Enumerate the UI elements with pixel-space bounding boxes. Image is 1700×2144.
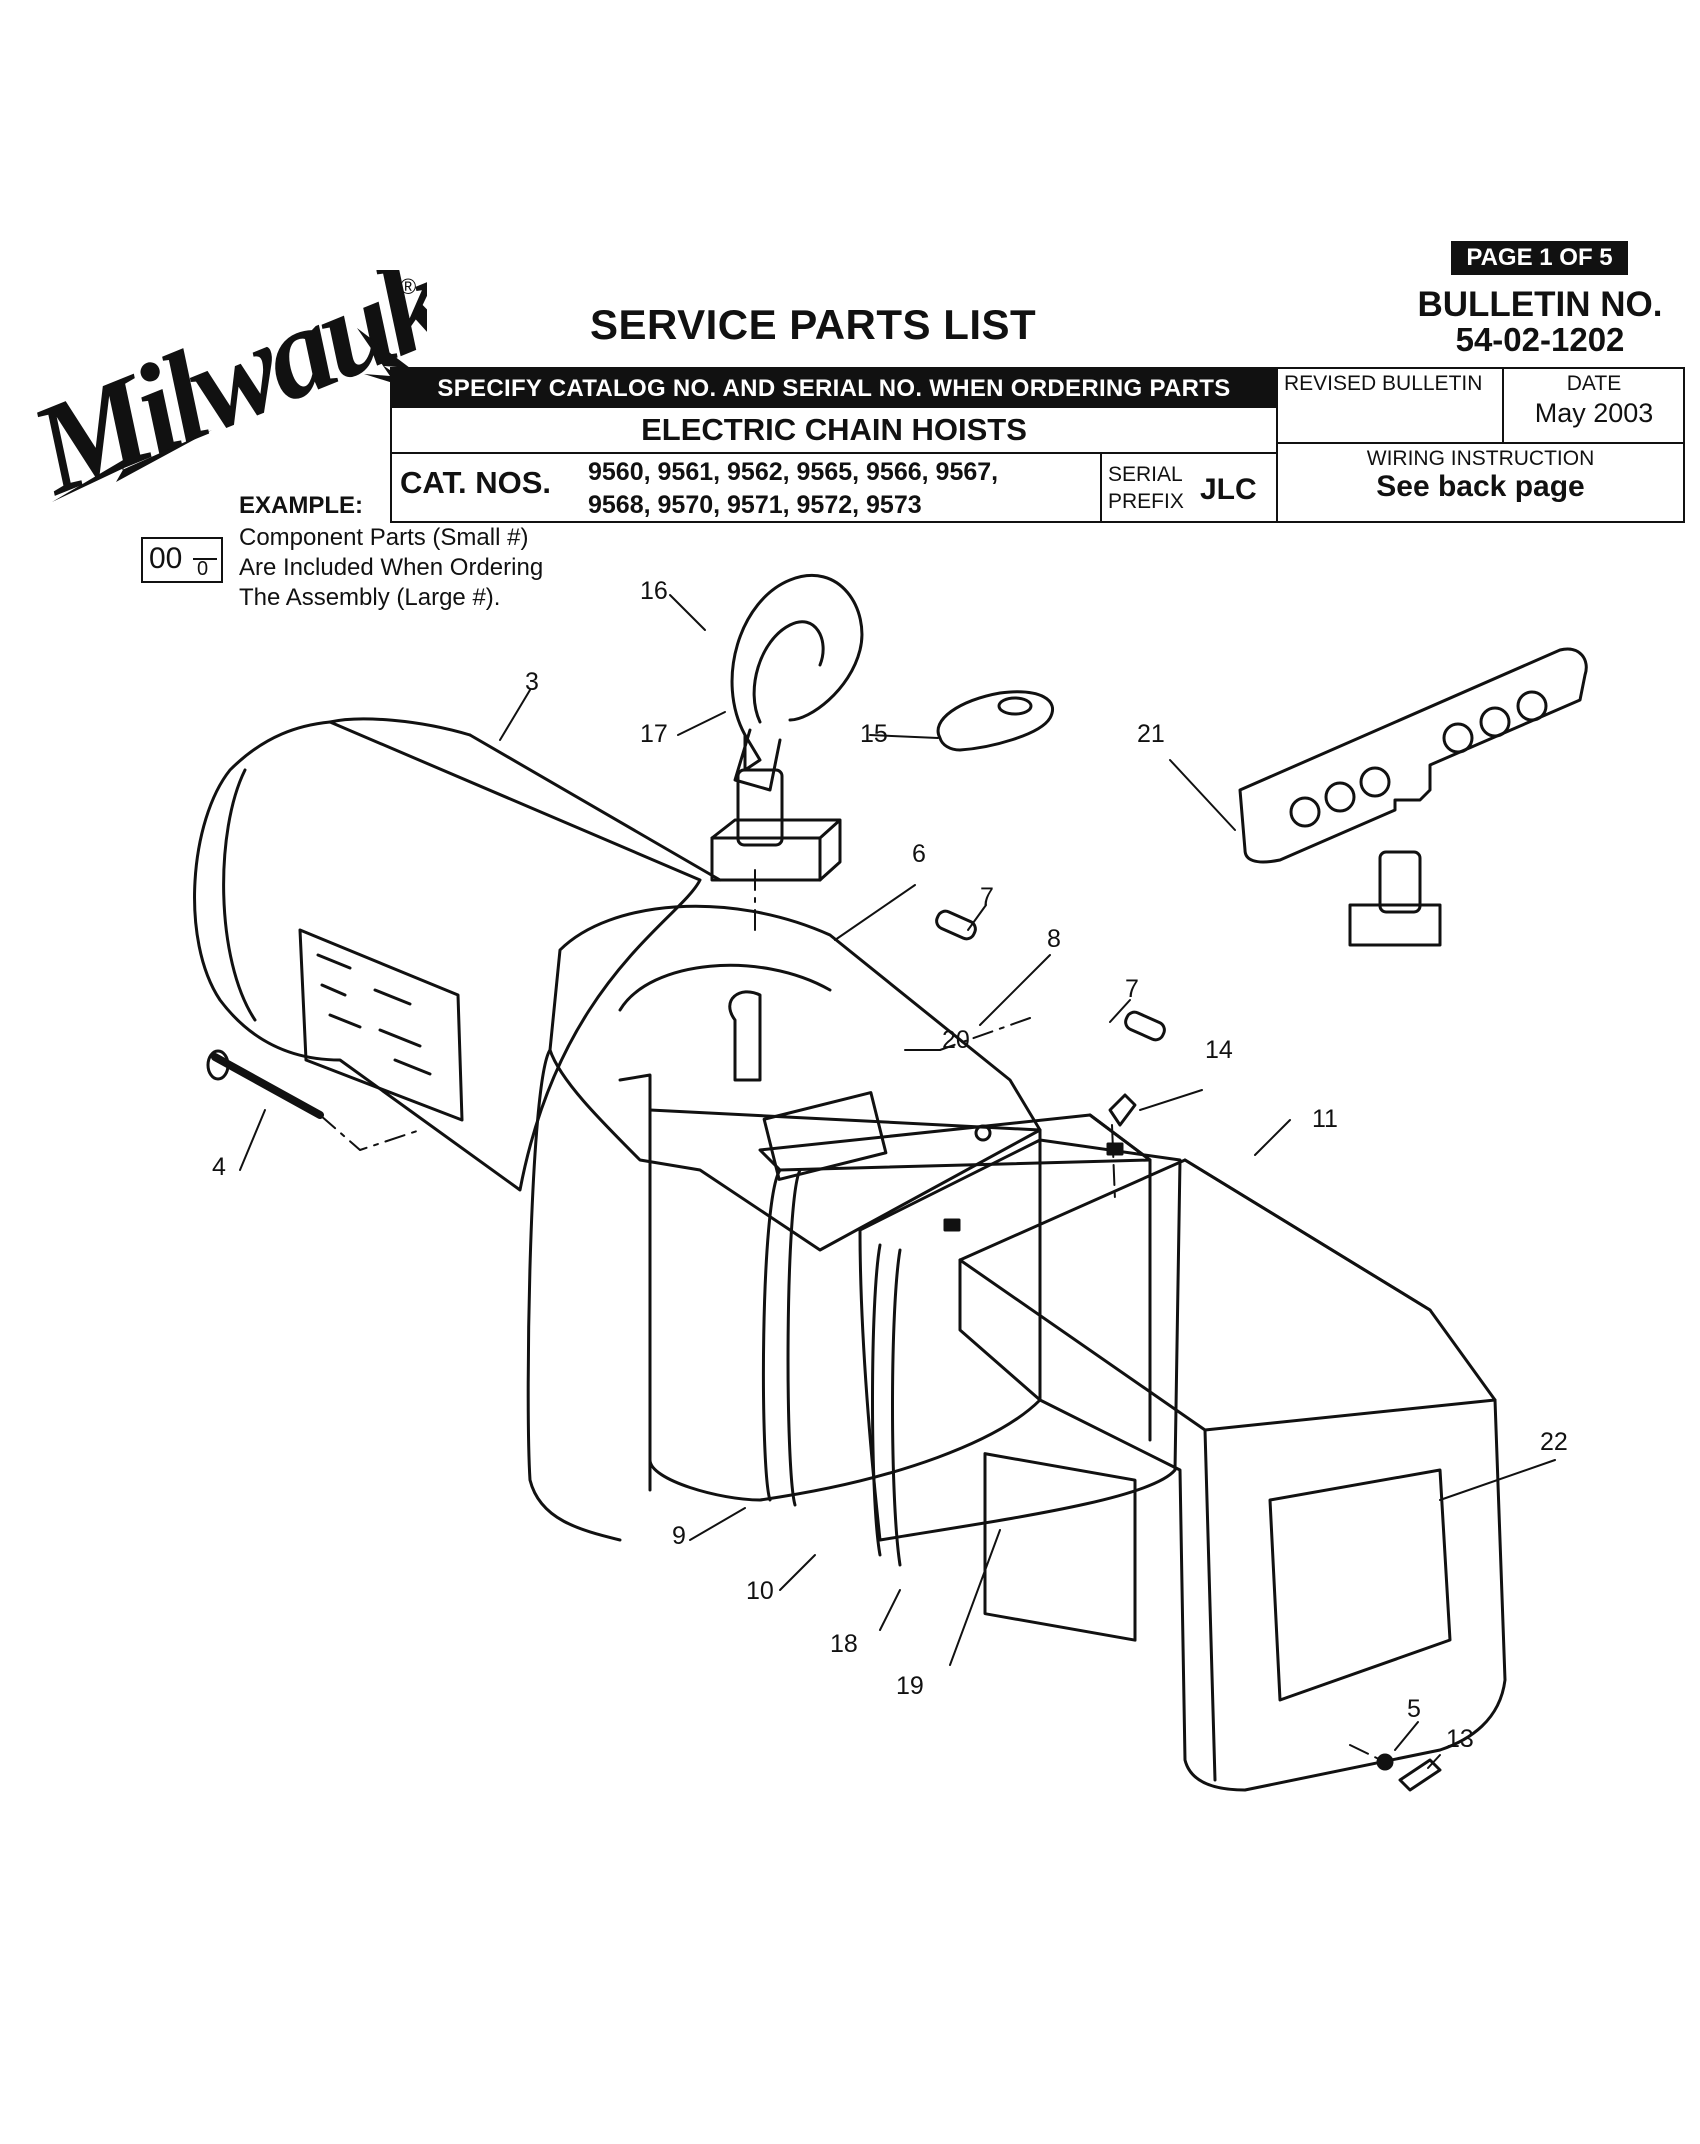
table-divider (1276, 369, 1278, 521)
callout-7a: 7 (980, 883, 994, 911)
callout-16: 16 (640, 577, 668, 605)
callout-5: 5 (1407, 1695, 1421, 1723)
cat-nos-label: CAT. NOS. (400, 465, 551, 500)
leader-lines (239, 594, 1556, 1769)
motor-part (193, 717, 722, 1192)
example-rule (193, 558, 217, 560)
milwaukee-logo: Milwaukee (12, 270, 427, 515)
cat-nos-line: 9568, 9570, 9571, 9572, 9573 (588, 491, 922, 519)
callout-20: 20 (942, 1026, 970, 1054)
table-divider (1276, 442, 1683, 444)
callout-15: 15 (860, 720, 888, 748)
page-badge: PAGE 1 OF 5 (1451, 241, 1628, 275)
page-title: SERVICE PARTS LIST (590, 301, 1037, 348)
callout-3: 3 (525, 668, 539, 696)
pin-part (935, 909, 977, 941)
example-small-number: 0 (197, 558, 209, 580)
serial-prefix-value: JLC (1200, 473, 1257, 506)
header-table: SPECIFY CATALOG NO. AND SERIAL NO. WHEN … (390, 367, 1685, 523)
callout-11: 11 (1312, 1105, 1338, 1133)
housing-part (648, 1108, 1182, 1567)
callout-9: 9 (672, 1522, 686, 1550)
callout-22: 22 (1540, 1428, 1568, 1456)
callout-6: 6 (912, 840, 926, 868)
example-line: Component Parts (Small #) (239, 524, 529, 551)
serial-label-line: PREFIX (1108, 490, 1184, 513)
gearbox-frame-part (526, 904, 1042, 1542)
hook-part (710, 573, 864, 882)
callout-21: 21 (1137, 720, 1165, 748)
pin-part (1124, 1010, 1166, 1042)
example-label: EXAMPLE: (239, 492, 364, 519)
serial-prefix-label: SERIAL PREFIX (1108, 461, 1184, 515)
date-value: May 2003 (1534, 398, 1654, 428)
callout-18: 18 (830, 1630, 858, 1658)
cat-nos-values: 9560, 9561, 9562, 9565, 9566, 9567, 9568… (588, 456, 998, 522)
lightning-bolt-tail-icon (52, 430, 212, 502)
cover-part (958, 1158, 1507, 1792)
callout-13: 13 (1446, 1725, 1474, 1753)
lightning-bolt-icon (357, 328, 422, 392)
screw-14-part (1108, 1093, 1137, 1127)
pin-plate-part (936, 690, 1054, 752)
callout-17: 17 (640, 720, 668, 748)
product-name: ELECTRIC CHAIN HOISTS (392, 408, 1276, 454)
example-box: 00 0 (141, 537, 223, 583)
registered-mark: ® (400, 274, 417, 299)
washer-part (1376, 1753, 1394, 1771)
callout-8: 8 (1047, 925, 1061, 953)
wiring-instruction-label: WIRING INSTRUCTION (1366, 447, 1595, 470)
example-line: Are Included When Ordering (239, 554, 544, 581)
example-large-number: 00 (149, 542, 183, 575)
bulletin-label: BULLETIN NO. (1417, 285, 1663, 324)
wiring-instruction-value: See back page (1376, 470, 1585, 503)
example-line: The Assembly (Large #). (239, 584, 501, 611)
callout-4: 4 (212, 1153, 226, 1181)
callout-14: 14 (1205, 1036, 1233, 1064)
table-divider (1502, 369, 1504, 442)
date-label: DATE (1566, 372, 1622, 395)
example-text: Component Parts (Small #) Are Included W… (239, 523, 543, 613)
callout-19: 19 (896, 1672, 924, 1700)
cat-nos-line: 9560, 9561, 9562, 9565, 9566, 9567, (588, 458, 999, 486)
screw-13-part (1398, 1758, 1442, 1792)
serial-label-line: SERIAL (1108, 463, 1183, 486)
ordering-instruction: SPECIFY CATALOG NO. AND SERIAL NO. WHEN … (392, 369, 1276, 408)
table-divider (1100, 454, 1102, 521)
callout-10: 10 (746, 1577, 774, 1605)
screw-part (206, 1049, 324, 1119)
suspension-lug-part (1238, 647, 1588, 947)
revised-bulletin-label: REVISED BULLETIN (1284, 372, 1483, 395)
callout-7b: 7 (1125, 975, 1139, 1003)
bulletin-number: 54-02-1202 (1455, 321, 1625, 358)
